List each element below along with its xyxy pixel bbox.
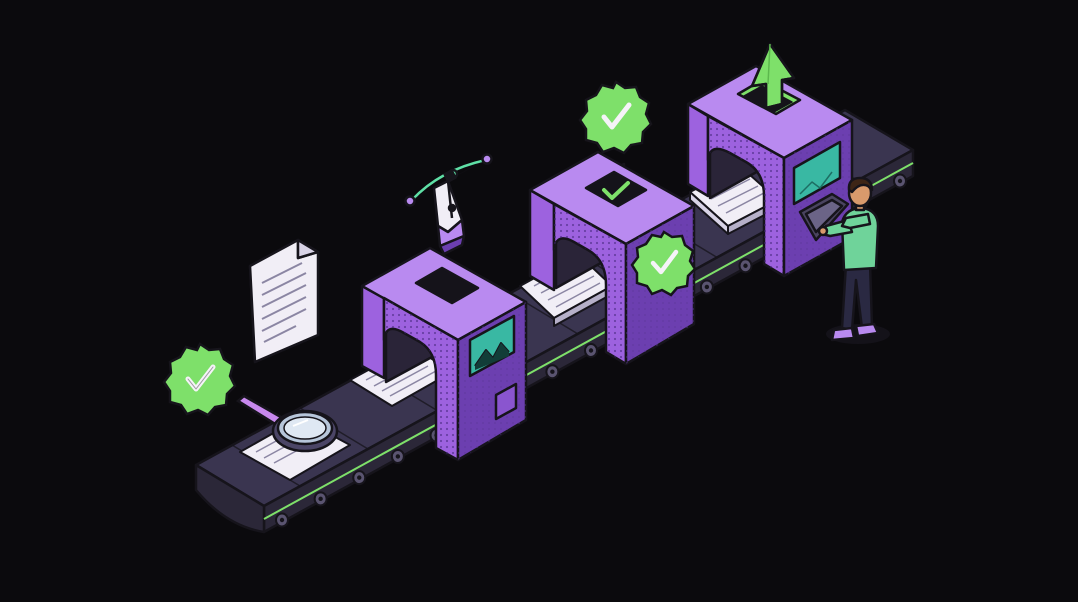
check-badge-icon: [630, 230, 697, 297]
belt-roller-hub: [318, 496, 323, 502]
belt-roller-hub: [395, 454, 401, 459]
keyboard-icon: [798, 192, 850, 242]
vector-pen-icon: [404, 153, 493, 256]
processing-station-2: [528, 150, 696, 366]
belt-roller-hub: [550, 369, 555, 374]
belt-end-cap: [194, 463, 266, 534]
check-badge-icon: [162, 342, 237, 417]
processing-station-3: [686, 64, 854, 278]
check-badge-icon: [578, 80, 653, 155]
belt-roller-hub: [743, 263, 748, 268]
belt-roller-hub: [704, 284, 710, 290]
belt-roller-hub: [897, 178, 903, 184]
belt-roller-hub: [279, 517, 285, 523]
belt-roller-hub: [588, 348, 594, 353]
magnifier-icon: [235, 394, 339, 453]
processing-station-1: [360, 246, 528, 462]
belt-roller-hub: [357, 475, 362, 480]
worker-figure: [817, 176, 890, 344]
upload-arrow-icon: [750, 42, 796, 110]
document-icon: [248, 238, 320, 364]
